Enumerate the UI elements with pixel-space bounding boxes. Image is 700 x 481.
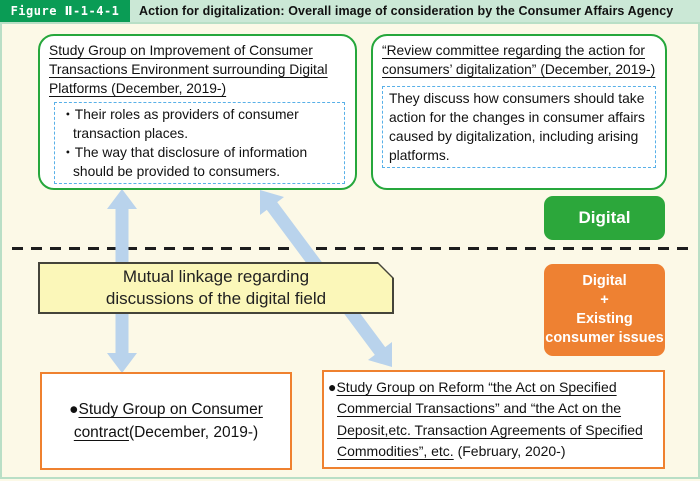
figure-number-label: Figure Ⅱ-1-4-1 (0, 0, 130, 22)
digital-plus-existing-tag: Digital + Existing consumer issues (544, 264, 665, 356)
topic-item: ・The way that disclosure of information … (61, 145, 308, 179)
study-group-reform-acts-date: (February, 2020-) (453, 443, 566, 459)
study-group-consumer-contract-date: (December, 2019-) (128, 424, 259, 441)
figure-title: Action for digitalization: Overall image… (139, 4, 674, 18)
review-committee-title: “Review committee regarding the action f… (382, 43, 656, 77)
diagram-canvas: Study Group on Improvement of Consumer T… (0, 22, 700, 479)
study-group-consumer-contract-box: ●Study Group on Consumer contract(Decemb… (40, 372, 292, 470)
mutual-linkage-note-fill: Mutual linkage regarding discussions of … (40, 264, 392, 312)
digital-existing-divider-line (12, 247, 696, 250)
digital-plus-existing-line: + (600, 291, 609, 308)
study-group-digital-platforms-topics: ・Their roles as providers of consumer tr… (54, 102, 345, 184)
bullet-icon: ● (328, 378, 337, 395)
digital-plus-existing-line: Digital (582, 272, 627, 289)
mutual-linkage-text: Mutual linkage regarding discussions of … (105, 267, 327, 308)
digital-plus-existing-line: consumer issues (545, 330, 664, 347)
review-committee-box: “Review committee regarding the action f… (371, 34, 667, 190)
study-group-reform-acts-box: ●Study Group on Reform “the Act on Speci… (322, 370, 665, 469)
topic-item: ・Their roles as providers of consumer tr… (61, 107, 299, 141)
study-group-consumer-contract-title: Study Group on Consumer contract (73, 401, 263, 441)
mutual-linkage-note: Mutual linkage regarding discussions of … (38, 262, 394, 314)
review-committee-description: They discuss how consumers should take a… (382, 86, 656, 168)
figure-header: Figure Ⅱ-1-4-1 Action for digitalization… (0, 0, 700, 22)
study-group-digital-platforms-title: Study Group on Improvement of Consumer T… (49, 43, 328, 96)
study-group-digital-platforms-box: Study Group on Improvement of Consumer T… (38, 34, 357, 190)
study-group-reform-acts-title: Study Group on Reform “the Act on Specif… (336, 378, 643, 460)
study-group-consumer-contract-text: ●Study Group on Consumer contract(Decemb… (62, 398, 270, 444)
study-group-reform-acts-text: ●Study Group on Reform “the Act on Speci… (328, 377, 659, 463)
digital-tag: Digital (544, 196, 665, 240)
digital-plus-existing-line: Existing (576, 311, 633, 327)
bullet-icon: ● (69, 401, 79, 418)
